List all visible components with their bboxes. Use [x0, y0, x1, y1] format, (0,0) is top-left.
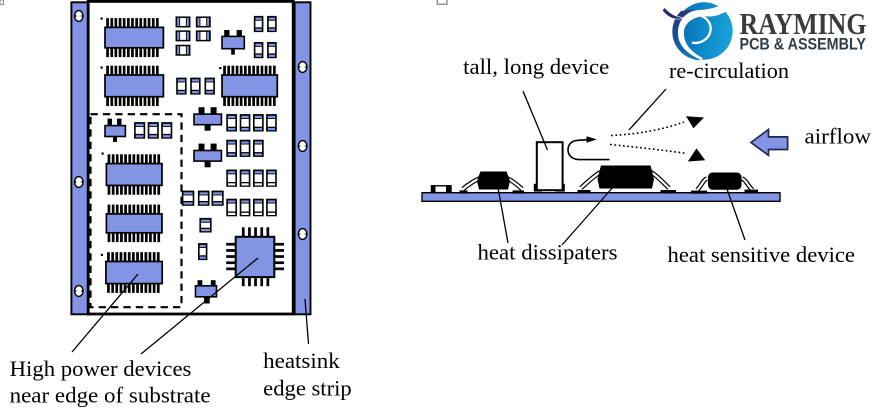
- svg-text:RAYMING: RAYMING: [740, 7, 867, 41]
- svg-text:tall, long device: tall, long device: [463, 54, 609, 79]
- svg-text:airflow: airflow: [805, 124, 872, 149]
- svg-text:High power devices: High power devices: [10, 356, 192, 381]
- svg-text:near edge of substrate: near edge of substrate: [10, 382, 211, 407]
- svg-text:heat dissipaters: heat dissipaters: [478, 240, 618, 265]
- svg-text:edge strip: edge strip: [263, 375, 352, 400]
- svg-text:heat sensitive device: heat sensitive device: [668, 242, 856, 267]
- svg-text:re-circulation: re-circulation: [669, 58, 789, 83]
- svg-text:heatsink: heatsink: [263, 348, 340, 373]
- svg-text:PCB & ASSEMBLY: PCB & ASSEMBLY: [740, 36, 867, 54]
